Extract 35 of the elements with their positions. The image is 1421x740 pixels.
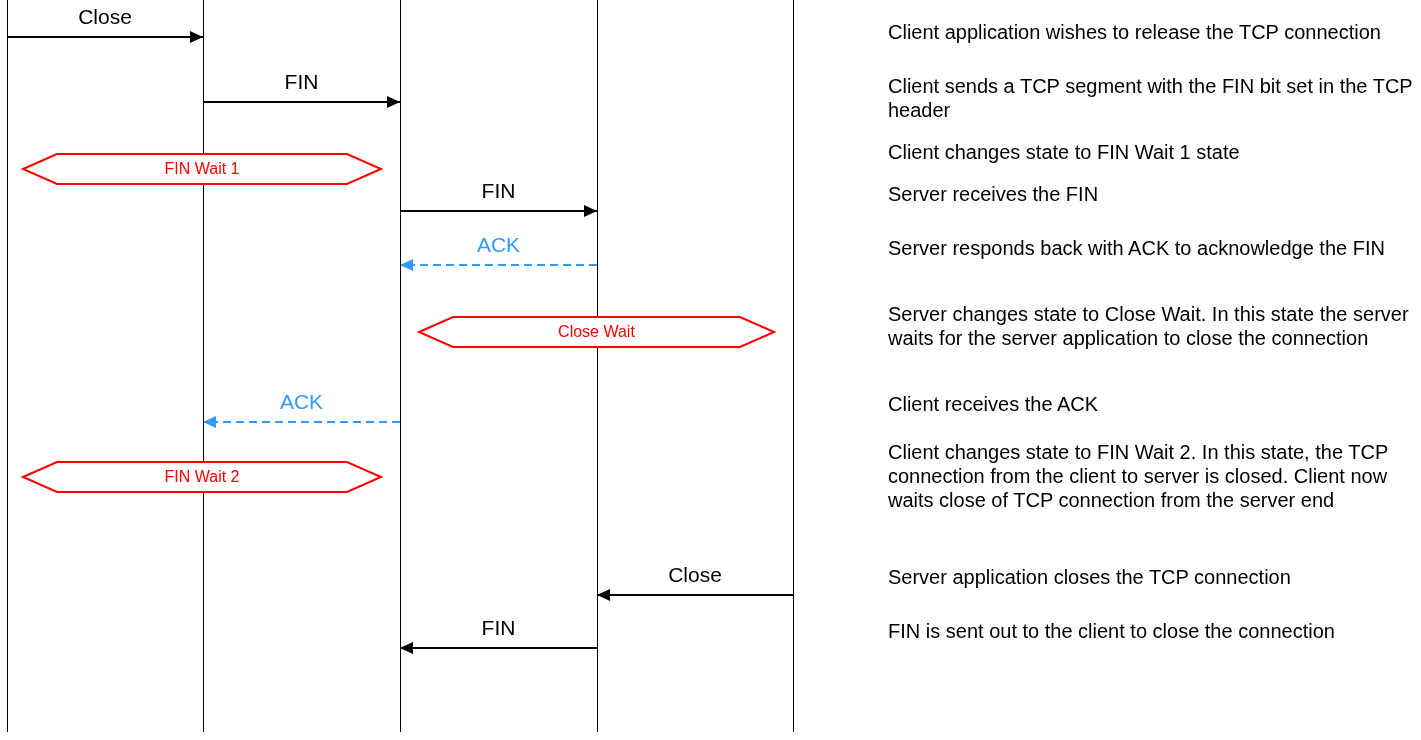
step-description: Server receives the FIN <box>888 182 1100 206</box>
state-label: FIN Wait 1 <box>163 160 241 178</box>
lifeline <box>203 0 204 732</box>
message-arrow <box>399 205 598 217</box>
lifeline <box>400 0 401 732</box>
step-description: Client sends a TCP segment with the FIN bit set in the TCP header <box>888 74 1414 122</box>
step-description: Client receives the ACK <box>888 392 1100 416</box>
state-hexagon <box>418 316 775 348</box>
lifeline <box>597 0 598 732</box>
edge-label: Close <box>78 5 132 29</box>
lifeline <box>7 0 8 732</box>
step-description: Client changes state to FIN Wait 2. In this state, the TCP connection from the client to server is closed. Client now waits close of TCP connection from the server end <box>888 440 1389 512</box>
edge-label: FIN <box>481 616 516 640</box>
state-label: Close Wait <box>557 323 636 341</box>
lifeline <box>793 0 794 732</box>
state-hexagon <box>22 461 382 493</box>
step-description: FIN is sent out to the client to close the connection <box>888 619 1336 643</box>
message-arrow <box>202 96 401 108</box>
message-arrow <box>6 31 204 43</box>
edge-label: Close <box>668 563 722 587</box>
message-arrow <box>399 642 598 654</box>
step-description: Server responds back with ACK to acknowledge the FIN <box>888 236 1386 260</box>
edge-label: FIN <box>284 70 319 94</box>
message-arrow <box>399 259 598 271</box>
edge-label: FIN <box>481 179 516 203</box>
step-description: Server changes state to Close Wait. In this state the server waits for the server application to close the connection <box>888 302 1410 350</box>
message-arrow <box>202 416 401 428</box>
state-label: FIN Wait 2 <box>163 468 241 486</box>
edge-label: ACK <box>279 390 324 414</box>
edge-label: ACK <box>476 233 521 257</box>
step-description: Client changes state to FIN Wait 1 state <box>888 140 1241 164</box>
step-description: Client application wishes to release the TCP connection <box>888 20 1382 44</box>
step-description: Server application closes the TCP connection <box>888 565 1292 589</box>
message-arrow <box>596 589 794 601</box>
state-hexagon <box>22 153 382 185</box>
